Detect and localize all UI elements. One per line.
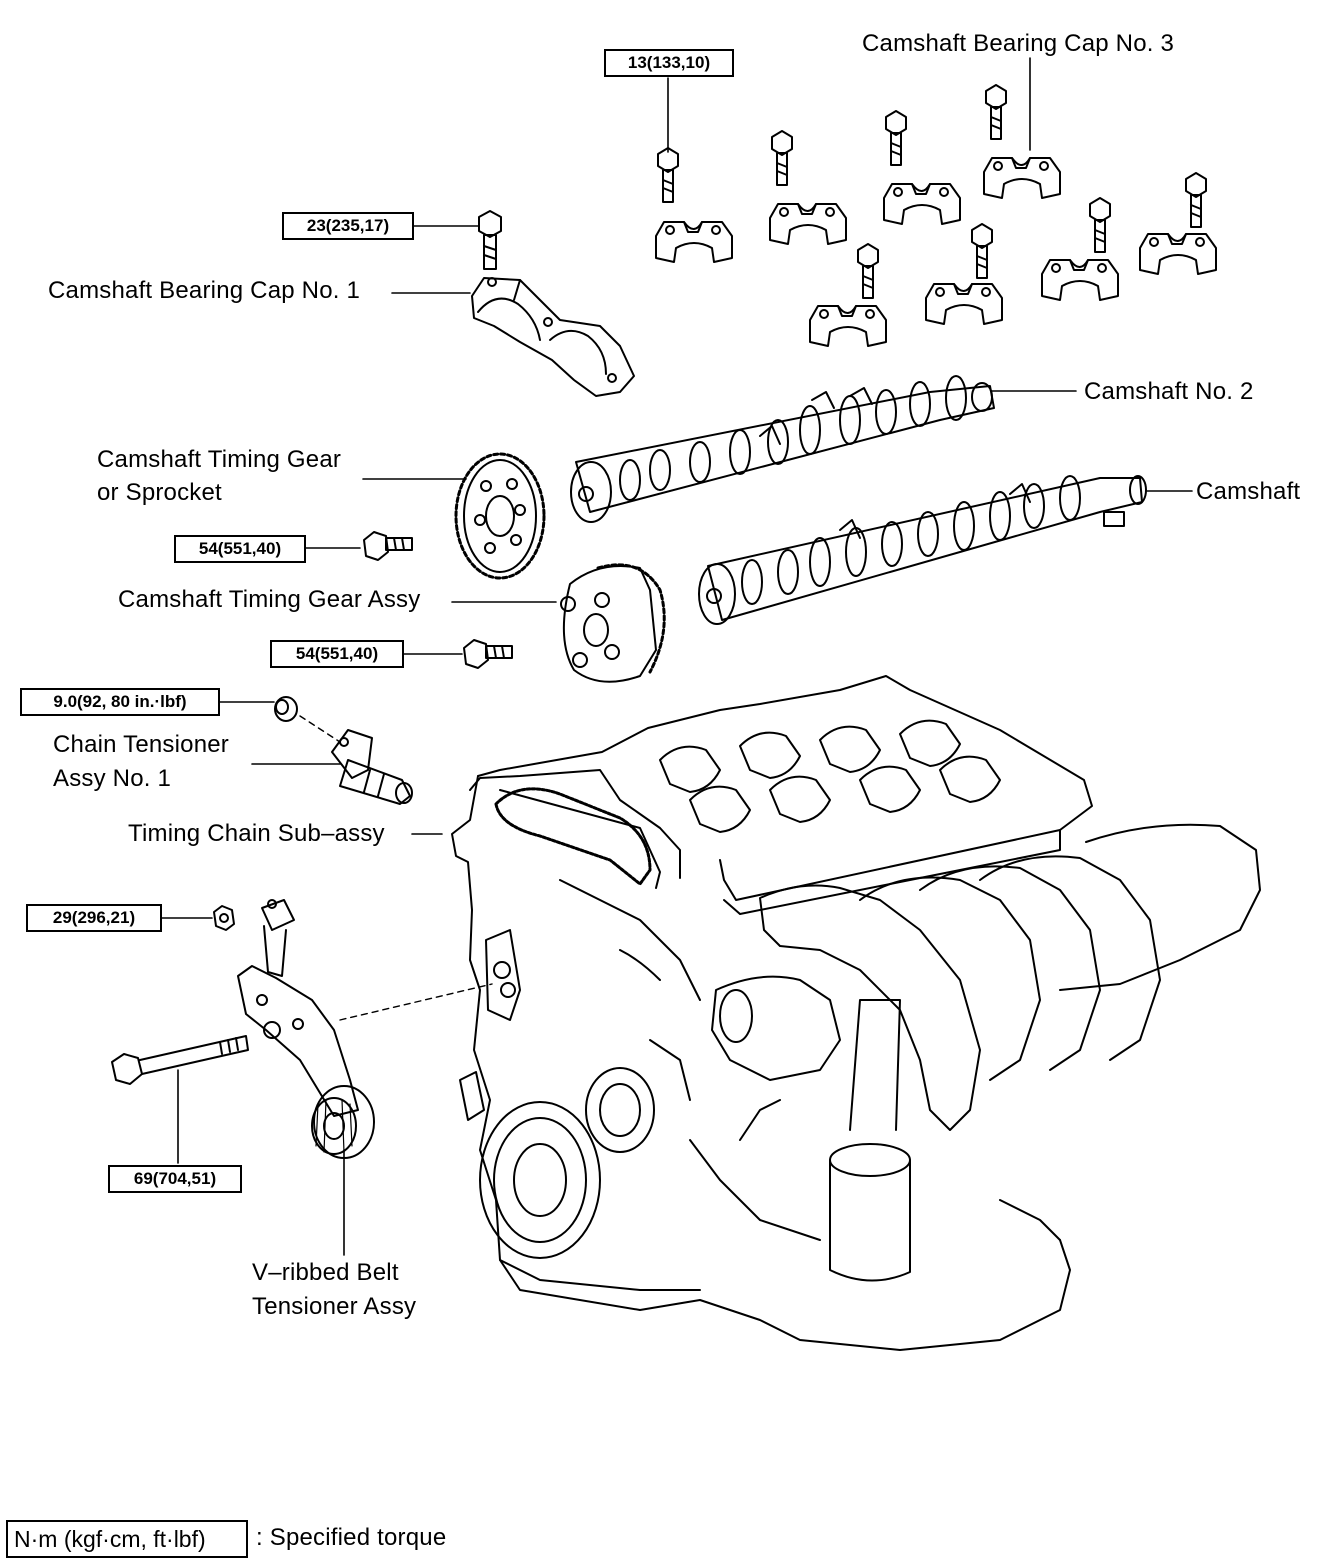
label-chain-tensioner-line1: Chain Tensioner: [53, 731, 230, 758]
label-timing-gear-line1: Camshaft Timing Gear: [97, 446, 342, 473]
chain-tensioner: [332, 730, 412, 804]
torque-gear-assy-bolt: 54(551,40): [270, 640, 404, 668]
belt-tensioner-arm: [238, 966, 358, 1116]
legend-text: : Specified torque: [256, 1524, 447, 1551]
label-camshaft: Camshaft: [1196, 478, 1301, 505]
belt-tensioner-damper: [262, 900, 294, 976]
tensioner-plug: [275, 697, 297, 721]
engine-block: [452, 676, 1260, 1350]
bearing-cap-no1: [472, 278, 634, 396]
gear-assy-bolt: [464, 640, 512, 668]
label-camshaft-no2: Camshaft No. 2: [1084, 378, 1254, 405]
label-belt-tensioner-line1: V–ribbed Belt: [252, 1259, 399, 1286]
camshaft-no2: [571, 376, 994, 522]
dashed-leaders: [300, 716, 492, 1020]
torque-gear-bolt: 54(551,40): [174, 535, 306, 563]
label-belt-tensioner-line2: Tensioner Assy: [252, 1293, 417, 1320]
cap-bolts: [479, 85, 1206, 298]
label-bearing-cap-no1: Camshaft Bearing Cap No. 1: [48, 277, 361, 304]
camshaft-timing-gear-assy: [561, 565, 664, 682]
torque-tensioner-plug: 9.0(92, 80 in.·lbf): [20, 688, 220, 716]
gear-bolt: [364, 532, 412, 560]
bearing-caps: [656, 158, 1216, 346]
label-timing-chain: Timing Chain Sub–assy: [128, 820, 385, 847]
belt-tensioner-pulley: [312, 1086, 374, 1158]
torque-belt-bolt: 69(704,51): [108, 1165, 242, 1193]
torque-cap1-bolt: 23(235,17): [282, 212, 414, 240]
camshaft: [699, 476, 1146, 624]
leader-lines: [162, 58, 1192, 1255]
label-timing-gear-assy: Camshaft Timing Gear Assy: [118, 586, 421, 613]
torque-belt-nut: 29(296,21): [26, 904, 162, 932]
torque-cap-bolt: 13(133,10): [604, 49, 734, 77]
belt-tensioner-bolt: [112, 1036, 248, 1084]
camshaft-timing-sprocket: [456, 454, 544, 578]
label-timing-gear-line2: or Sprocket: [97, 479, 222, 506]
belt-tensioner-nut: [214, 906, 234, 930]
legend-unit-box: N·m (kgf·cm, ft·lbf): [6, 1520, 248, 1558]
label-bearing-cap-no3: Camshaft Bearing Cap No. 3: [862, 30, 1175, 57]
label-chain-tensioner-line2: Assy No. 1: [53, 765, 172, 792]
